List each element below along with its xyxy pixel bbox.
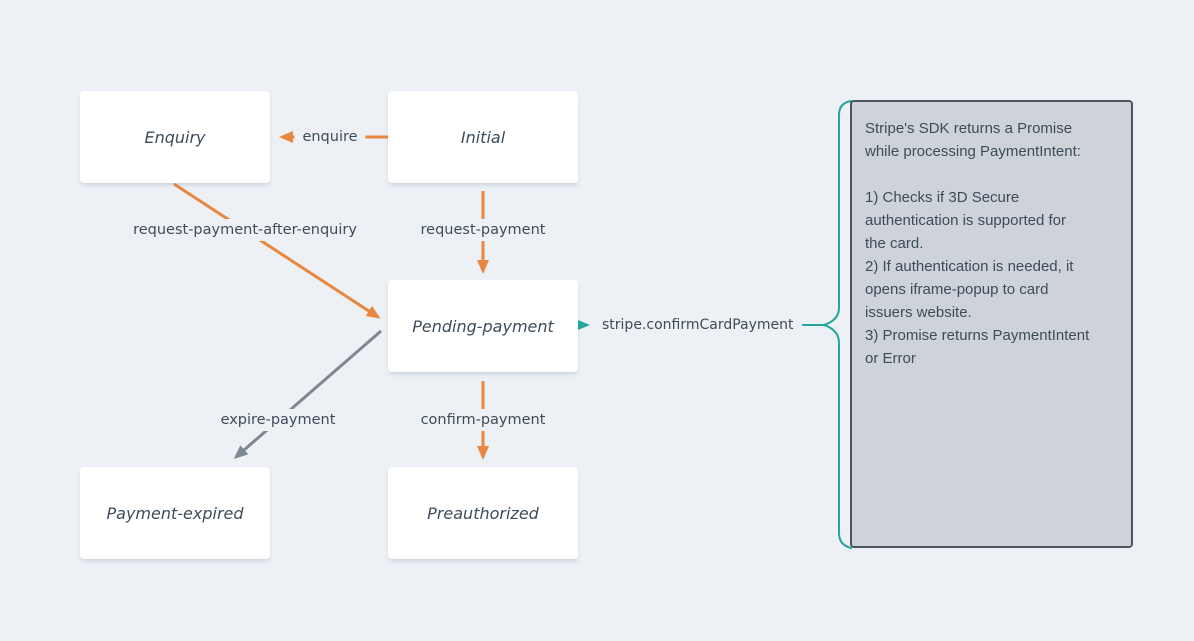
note-box: Stripe's SDK returns a Promise while pro… (850, 100, 1133, 548)
note-brace (820, 100, 852, 549)
callout-connector-line (801, 324, 824, 326)
state-box-pending-payment: Pending-payment (388, 280, 578, 372)
transition-label-request-payment: request-payment (412, 219, 554, 241)
state-box-enquiry: Enquiry (80, 91, 270, 183)
callout-label: stripe.confirmCardPayment (602, 317, 794, 333)
transition-label-expire-payment: expire-payment (212, 409, 344, 431)
state-box-preauthorized: Preauthorized (388, 467, 578, 559)
state-label-preauthorized: Preauthorized (427, 503, 539, 523)
transition-label-confirm-payment: confirm-payment (412, 409, 554, 431)
state-label-pending-payment: Pending-payment (412, 316, 554, 336)
arrow-request-payment-after-enquiry (173, 182, 381, 319)
state-box-initial: Initial (388, 91, 578, 183)
state-label-initial: Initial (460, 127, 506, 147)
state-box-payment-expired: Payment-expired (80, 467, 270, 559)
transition-label-enquire: enquire (294, 126, 366, 148)
transition-label-request-payment-after-enquiry: request-payment-after-enquiry (125, 219, 365, 241)
callout-stripe-confirm-card-payment: stripe.confirmCardPayment (602, 317, 824, 333)
arrow-expire-payment (233, 329, 382, 459)
state-label-payment-expired: Payment-expired (106, 503, 244, 523)
state-label-enquiry: Enquiry (144, 127, 206, 147)
note-text: Stripe's SDK returns a Promise while pro… (865, 120, 1090, 367)
